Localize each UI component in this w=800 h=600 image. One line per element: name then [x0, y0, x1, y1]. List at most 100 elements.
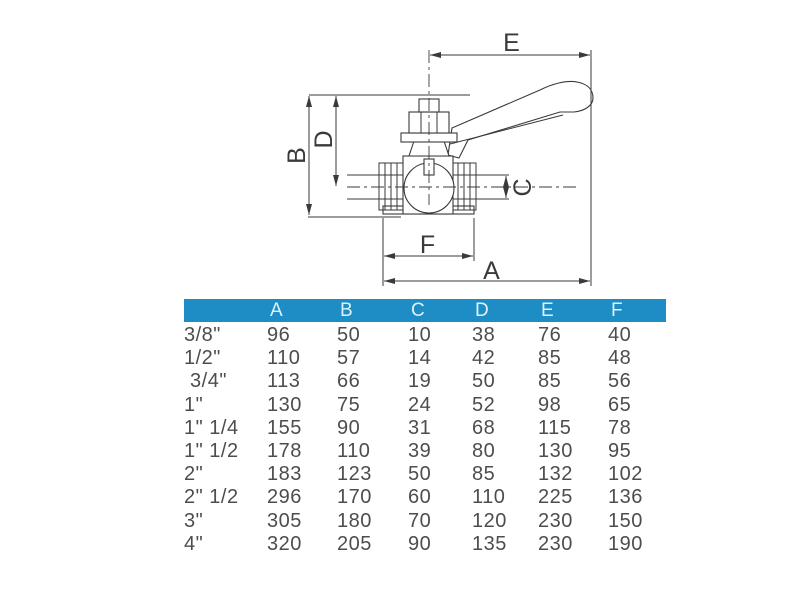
value-cell: 96	[267, 324, 291, 347]
value-cell: 76	[538, 324, 562, 347]
header-col-d: D	[475, 300, 490, 321]
value-cell: 130	[267, 393, 302, 416]
table-row: 3/8" 96 50 10 38 76 40	[184, 324, 684, 347]
value-cell: 75	[337, 393, 361, 416]
value-cell: 52	[472, 393, 496, 416]
header-col-a: A	[270, 300, 284, 321]
value-cell: 110	[267, 347, 301, 370]
value-cell: 120	[472, 509, 507, 532]
value-cell: 320	[267, 532, 302, 555]
value-cell: 123	[337, 463, 372, 486]
value-cell: 50	[337, 324, 361, 347]
table-row: 3" 305 180 70 120 230 150	[184, 510, 684, 533]
dim-label-c: C	[509, 177, 537, 196]
value-cell: 230	[538, 509, 573, 532]
size-cell: 1" 1/2	[184, 440, 239, 463]
value-cell: 40	[608, 324, 632, 347]
size-cell: 3"	[184, 509, 204, 532]
value-cell: 38	[472, 324, 496, 347]
centerlines	[347, 50, 580, 205]
table-row: 1" 130 75 24 52 98 65	[184, 394, 684, 417]
table-row: 4" 320 205 90 135 230 190	[184, 533, 684, 556]
dimension-lines	[306, 52, 590, 284]
value-cell: 180	[337, 509, 372, 532]
dim-label-a: A	[483, 257, 501, 285]
value-cell: 14	[408, 347, 432, 370]
value-cell: 178	[267, 440, 302, 463]
dim-label-e: E	[503, 29, 521, 57]
size-cell: 1" 1/4	[184, 416, 239, 439]
value-cell: 98	[538, 393, 562, 416]
table-row: 3/4" 113 66 19 50 85 56	[184, 370, 684, 393]
value-cell: 48	[608, 347, 632, 370]
size-cell: 1"	[184, 393, 204, 416]
size-cell: 2" 1/2	[184, 486, 239, 509]
value-cell: 170	[337, 486, 372, 509]
table-row: 1/2" 110 57 14 42 85 48	[184, 347, 684, 370]
table-row: 1" 1/2 178 110 39 80 130 95	[184, 440, 684, 463]
table-header: A B C D E F	[184, 299, 666, 322]
dimension-table: A B C D E F 3/8" 96 50 10 38 76 40 1/2" 110 57 14 4…	[184, 299, 684, 556]
value-cell: 80	[472, 440, 496, 463]
value-cell: 24	[408, 393, 432, 416]
size-cell: 3/4"	[184, 370, 227, 393]
value-cell: 136	[608, 486, 643, 509]
header-col-e: E	[541, 300, 555, 321]
value-cell: 190	[608, 532, 643, 555]
value-cell: 113	[267, 370, 301, 393]
valve-body	[378, 98, 477, 215]
value-cell: 50	[408, 463, 432, 486]
value-cell: 57	[337, 347, 361, 370]
valve-dimension-diagram: E B D C F A	[283, 29, 594, 286]
value-cell: 70	[408, 509, 432, 532]
value-cell: 68	[472, 416, 496, 439]
header-col-c: C	[411, 300, 426, 321]
valve-handle	[447, 80, 594, 159]
value-cell: 31	[408, 416, 432, 439]
dim-label-b: B	[283, 146, 311, 164]
value-cell: 56	[608, 370, 632, 393]
value-cell: 10	[408, 324, 432, 347]
value-cell: 110	[337, 440, 371, 463]
value-cell: 39	[408, 440, 432, 463]
value-cell: 85	[472, 463, 496, 486]
dimension-labels: E B D C F A	[283, 29, 537, 285]
value-cell: 296	[267, 486, 302, 509]
value-cell: 85	[538, 347, 562, 370]
value-cell: 110	[472, 486, 506, 509]
value-cell: 42	[472, 347, 496, 370]
header-col-b: B	[340, 300, 354, 321]
value-cell: 135	[472, 532, 507, 555]
value-cell: 130	[538, 440, 573, 463]
value-cell: 230	[538, 532, 573, 555]
value-cell: 225	[538, 486, 573, 509]
value-cell: 183	[267, 463, 302, 486]
value-cell: 132	[538, 463, 573, 486]
size-cell: 3/8"	[184, 324, 221, 347]
value-cell: 305	[267, 509, 302, 532]
size-cell: 1/2"	[184, 347, 221, 370]
value-cell: 60	[408, 486, 432, 509]
value-cell: 66	[337, 370, 361, 393]
dim-label-f: F	[420, 231, 436, 259]
value-cell: 78	[608, 416, 632, 439]
value-cell: 19	[408, 370, 432, 393]
value-cell: 205	[337, 532, 372, 555]
value-cell: 85	[538, 370, 562, 393]
table-row: 2" 1/2 296 170 60 110 225 136	[184, 486, 684, 509]
value-cell: 90	[408, 532, 432, 555]
value-cell: 65	[608, 393, 632, 416]
extension-lines	[308, 50, 592, 286]
value-cell: 150	[608, 509, 643, 532]
value-cell: 90	[337, 416, 361, 439]
value-cell: 155	[267, 416, 302, 439]
header-col-f: F	[611, 300, 624, 321]
size-cell: 4"	[184, 532, 204, 555]
value-cell: 95	[608, 440, 632, 463]
value-cell: 50	[472, 370, 496, 393]
dim-label-d: D	[310, 129, 338, 148]
spec-table-body: 3/8" 96 50 10 38 76 40 1/2" 110 57 14 42 85 48 3/4" 11…	[184, 324, 684, 556]
